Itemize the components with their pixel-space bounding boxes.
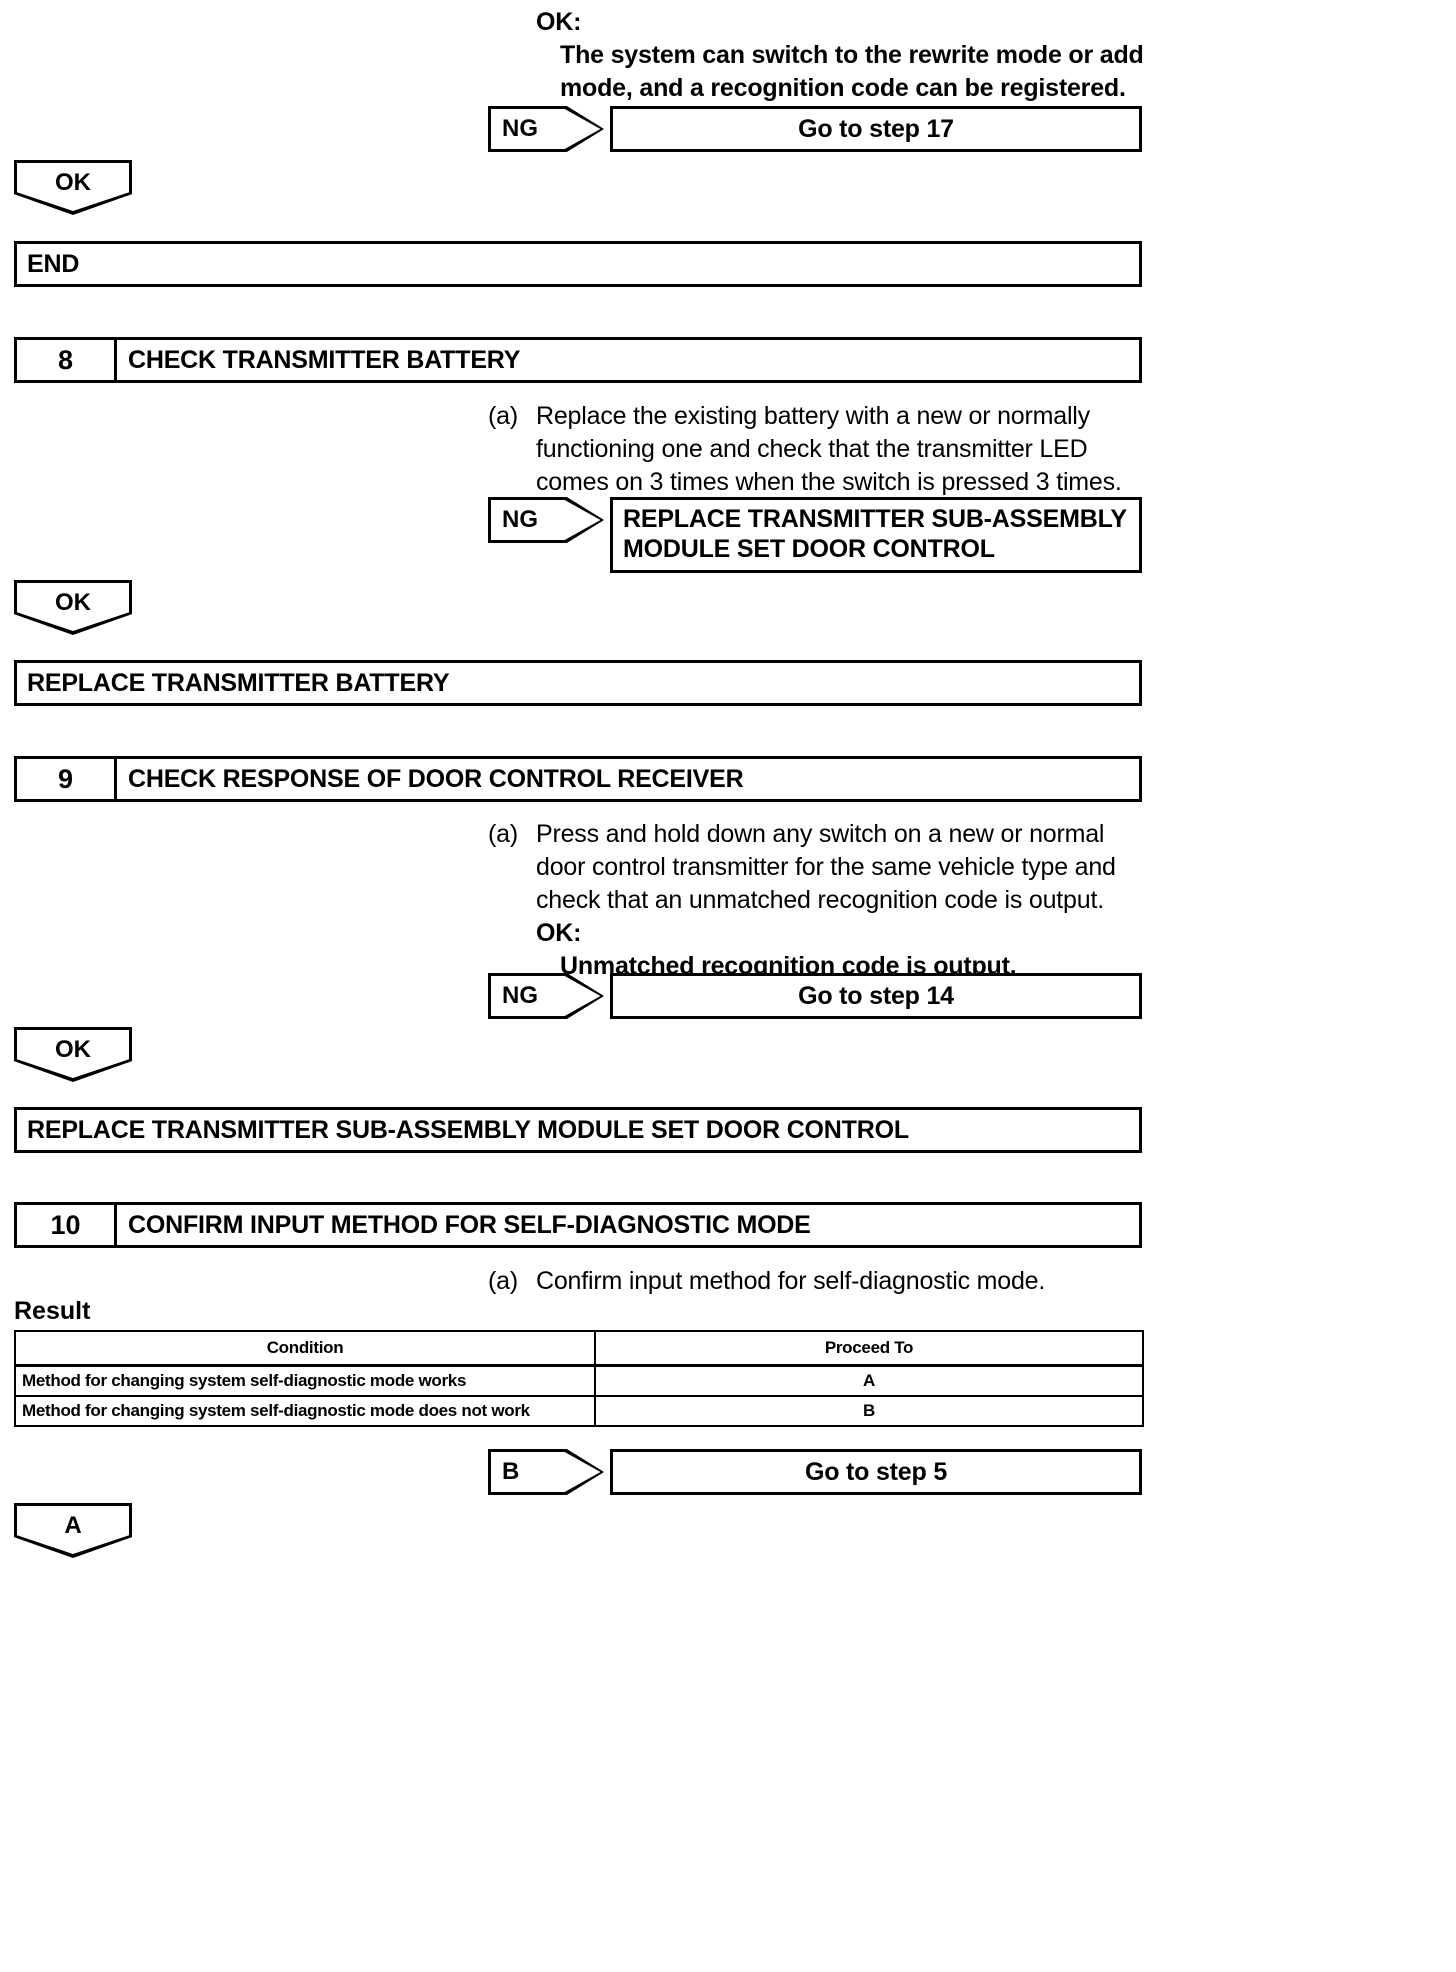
top-ok-line-1: The system can switch to the rewrite mod… bbox=[560, 41, 1144, 69]
step-8-marker: (a) bbox=[488, 402, 518, 430]
goto-step-17-box[interactable]: Go to step 17 bbox=[610, 106, 1142, 152]
goto-step-14-box[interactable]: Go to step 14 bbox=[610, 973, 1142, 1019]
step-10-marker: (a) bbox=[488, 1267, 518, 1295]
step-9-ok-result-label: REPLACE TRANSMITTER SUB-ASSEMBLY MODULE … bbox=[27, 1115, 909, 1144]
step-10-header: 10 CONFIRM INPUT METHOD FOR SELF-DIAGNOS… bbox=[14, 1202, 1142, 1248]
result-row-1-condition: Method for changing system self-diagnost… bbox=[14, 1364, 596, 1397]
step-8-ok-result-box: REPLACE TRANSMITTER BATTERY bbox=[14, 660, 1142, 706]
step-9-marker: (a) bbox=[488, 820, 518, 848]
table-row: Method for changing system self-diagnost… bbox=[14, 1364, 1144, 1397]
step-10-instruction-body: Confirm input method for self-diagnostic… bbox=[536, 1265, 1148, 1298]
step-9-ok-heading: OK: bbox=[536, 919, 582, 947]
step-8-branch-label-ng: NG bbox=[502, 506, 538, 533]
step-10-branch-label-a: A bbox=[64, 1512, 82, 1539]
top-ok-heading: OK: bbox=[536, 8, 582, 36]
step-8-instruction: (a) Replace the existing battery with a … bbox=[488, 400, 1148, 499]
result-table: Condition Proceed To Method for changing… bbox=[14, 1330, 1144, 1427]
branch-ok-to-end[interactable]: OK bbox=[14, 160, 132, 215]
step-8-line-3: comes on 3 times when the switch is pres… bbox=[536, 468, 1122, 496]
step-9-instruction-body: Press and hold down any switch on a new … bbox=[536, 818, 1148, 983]
step-8-branch-ok[interactable]: OK bbox=[14, 580, 132, 635]
step-9-line-3: check that an unmatched recognition code… bbox=[536, 886, 1104, 914]
step-10-instruction: (a) Confirm input method for self-diagno… bbox=[488, 1265, 1148, 1298]
top-ok-line-2: mode, and a recognition code can be regi… bbox=[560, 74, 1126, 102]
step-8-line-1: Replace the existing battery with a new … bbox=[536, 402, 1090, 430]
step-10-branch-a[interactable]: A bbox=[14, 1503, 132, 1558]
result-label: Result bbox=[14, 1297, 91, 1325]
goto-step-5-box[interactable]: Go to step 5 bbox=[610, 1449, 1142, 1495]
step-8-branch-label-ok: OK bbox=[55, 589, 91, 616]
step-10-number: 10 bbox=[17, 1205, 117, 1245]
step-8-title: CHECK TRANSMITTER BATTERY bbox=[128, 345, 521, 374]
step-8-ng-result-line-1: REPLACE TRANSMITTER SUB-ASSEMBLY bbox=[623, 505, 1127, 533]
step-9-line-1: Press and hold down any switch on a new … bbox=[536, 820, 1105, 848]
step-8-line-2: functioning one and check that the trans… bbox=[536, 435, 1088, 463]
result-row-1-proceed: A bbox=[594, 1364, 1144, 1397]
step-9-branch-label-ok: OK bbox=[55, 1036, 91, 1063]
goto-step-17-label: Go to step 17 bbox=[798, 114, 954, 143]
step-9-line-2: door control transmitter for the same ve… bbox=[536, 853, 1116, 881]
step-10-line-1: Confirm input method for self-diagnostic… bbox=[536, 1267, 1046, 1295]
step-8-number: 8 bbox=[17, 340, 117, 380]
step-9-title: CHECK RESPONSE OF DOOR CONTROL RECEIVER bbox=[128, 764, 744, 793]
result-row-2-proceed: B bbox=[594, 1395, 1144, 1427]
step-9-header: 9 CHECK RESPONSE OF DOOR CONTROL RECEIVE… bbox=[14, 756, 1142, 802]
step-9-ok-result-box: REPLACE TRANSMITTER SUB-ASSEMBLY MODULE … bbox=[14, 1107, 1142, 1153]
goto-step-14-label: Go to step 14 bbox=[798, 981, 954, 1010]
branch-label-ok: OK bbox=[55, 169, 91, 196]
step-10-branch-label-b: B bbox=[502, 1458, 520, 1485]
branch-label-ng: NG bbox=[502, 115, 538, 142]
result-table-header-proceed: Proceed To bbox=[594, 1330, 1144, 1367]
step-8-ng-result-box[interactable]: REPLACE TRANSMITTER SUB-ASSEMBLY MODULE … bbox=[610, 497, 1142, 573]
step-9-branch-ok[interactable]: OK bbox=[14, 1027, 132, 1082]
goto-step-5-label: Go to step 5 bbox=[804, 1457, 948, 1486]
end-box: END bbox=[14, 241, 1142, 287]
step-10-title: CONFIRM INPUT METHOD FOR SELF-DIAGNOSTIC… bbox=[128, 1210, 811, 1239]
step-10-branch-b[interactable]: B bbox=[488, 1449, 604, 1495]
step-9-branch-ng[interactable]: NG bbox=[488, 973, 604, 1019]
result-row-2-condition: Method for changing system self-diagnost… bbox=[14, 1395, 596, 1427]
step-8-instruction-body: Replace the existing battery with a new … bbox=[536, 400, 1148, 499]
step-8-ok-result-label: REPLACE TRANSMITTER BATTERY bbox=[27, 668, 450, 697]
table-row: Method for changing system self-diagnost… bbox=[14, 1395, 1144, 1427]
result-table-header-row: Condition Proceed To bbox=[14, 1330, 1144, 1367]
step-9-instruction: (a) Press and hold down any switch on a … bbox=[488, 818, 1148, 983]
end-label: END bbox=[27, 249, 80, 278]
step-8-ng-result-line-2: MODULE SET DOOR CONTROL bbox=[623, 535, 995, 563]
top-ok-criteria: OK: The system can switch to the rewrite… bbox=[536, 6, 1156, 105]
step-8-branch-ng[interactable]: NG bbox=[488, 497, 604, 543]
result-table-header-condition: Condition bbox=[14, 1330, 596, 1367]
step-8-header: 8 CHECK TRANSMITTER BATTERY bbox=[14, 337, 1142, 383]
step-9-number: 9 bbox=[17, 759, 117, 799]
branch-ng-step17[interactable]: NG bbox=[488, 106, 604, 152]
step-9-branch-label-ng: NG bbox=[502, 982, 538, 1009]
